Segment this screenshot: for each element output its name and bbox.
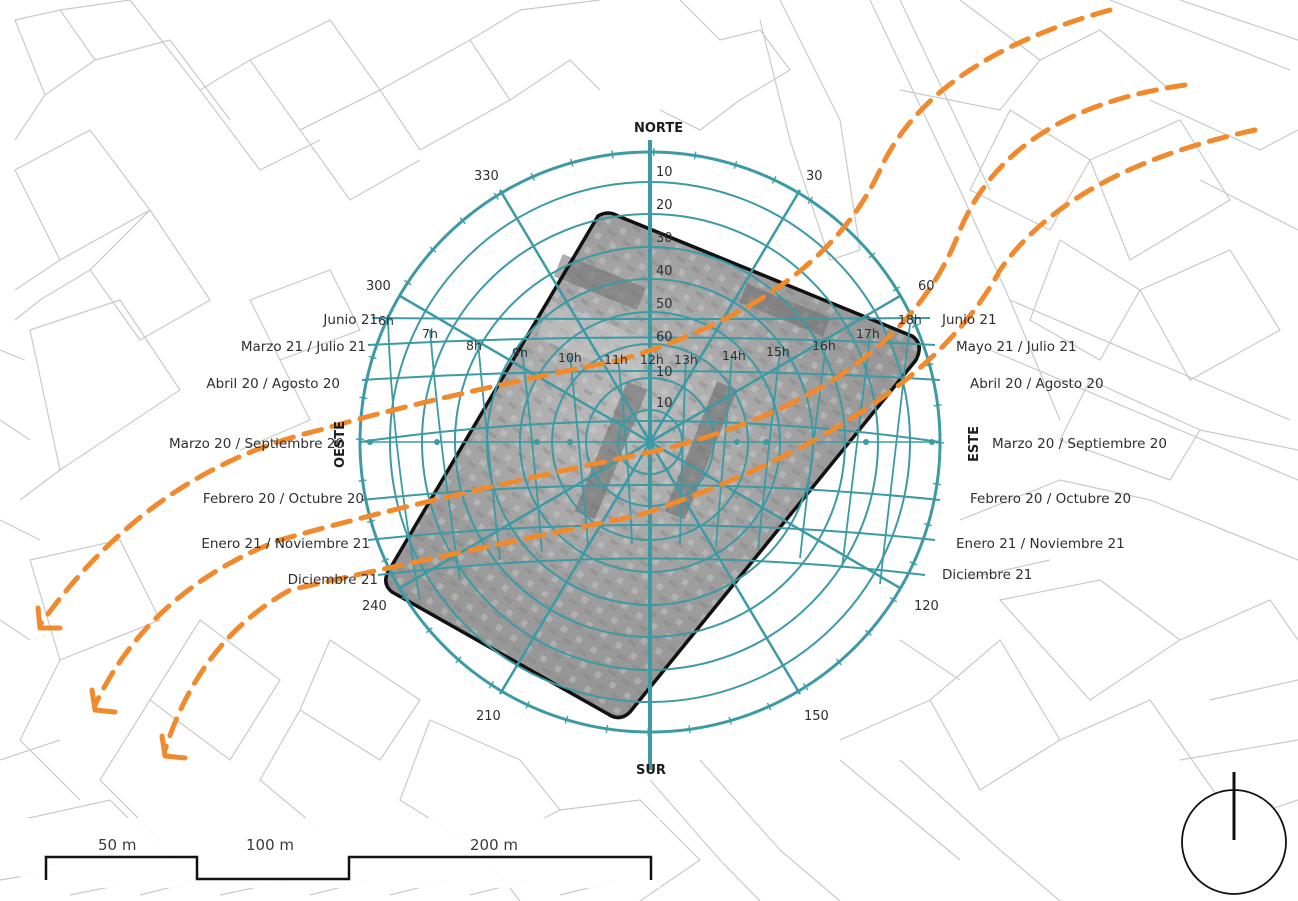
scale-label-50m: 50 m [98, 836, 136, 854]
cardinal-north: NORTE [634, 121, 683, 136]
sun-path-arrows [37, 7, 1258, 753]
date-right-may-jul: Mayo 21 / Julio 21 [956, 339, 1077, 355]
svg-text:12h: 12h [640, 352, 664, 367]
scale-bar: 50 m 100 m 200 m [20, 818, 660, 888]
date-right-feb-oct: Febrero 20 / Octubre 20 [970, 491, 1131, 507]
date-left-apr-aug: Abril 20 / Agosto 20 [206, 376, 340, 392]
hour-labels: 6h 7h 8h 9h 10h 11h 12h 13h 14h 15h 16h … [378, 312, 922, 367]
azimuth-300: 300 [366, 279, 391, 294]
svg-text:9h: 9h [512, 345, 528, 360]
azimuth-210: 210 [476, 709, 501, 724]
sun-path-winter [162, 127, 1258, 753]
sun-path-chart [356, 140, 944, 770]
date-labels-left: Junio 21 Marzo 21 / Julio 21 Abril 20 / … [169, 312, 378, 588]
cardinal-west: OESTE [333, 421, 348, 468]
svg-text:15h: 15h [766, 344, 790, 359]
date-right-mar-sep: Marzo 20 / Septiembre 20 [992, 436, 1167, 452]
date-labels-right: Junio 21 Mayo 21 / Julio 21 Abril 20 / A… [941, 312, 1167, 583]
svg-text:60: 60 [656, 330, 673, 345]
sun-path-arrowheads [35, 605, 188, 761]
date-left-mar-sep: Marzo 20 / Septiembre 20 [169, 436, 344, 452]
svg-text:50: 50 [656, 297, 673, 312]
date-left-dec: Diciembre 21 [288, 572, 378, 588]
altitude-labels: 10 20 30 40 50 60 10 10 [656, 165, 673, 411]
date-left-jun: Junio 21 [322, 312, 378, 328]
azimuth-120: 120 [914, 599, 939, 614]
svg-text:20: 20 [656, 198, 673, 213]
svg-text:16h: 16h [812, 338, 836, 353]
date-right-jun: Junio 21 [941, 312, 997, 328]
azimuth-60: 60 [918, 279, 935, 294]
sun-path-summer [37, 7, 1113, 628]
svg-text:13h: 13h [674, 352, 698, 367]
date-right-dec: Diciembre 21 [942, 567, 1032, 583]
date-left-jan-nov: Enero 21 / Noviembre 21 [201, 536, 370, 552]
svg-text:8h: 8h [466, 338, 482, 353]
azimuth-spokes [360, 140, 940, 770]
svg-text:10: 10 [656, 365, 673, 380]
svg-text:6h: 6h [378, 313, 394, 328]
svg-text:14h: 14h [722, 348, 746, 363]
sun-path-equinox [92, 82, 1188, 708]
date-right-apr-aug: Abril 20 / Agosto 20 [970, 376, 1104, 392]
azimuth-240: 240 [362, 599, 387, 614]
azimuth-30: 30 [806, 169, 823, 184]
svg-text:10: 10 [656, 396, 673, 411]
date-left-mar-jul: Marzo 21 / Julio 21 [241, 339, 366, 355]
scale-label-200m: 200 m [470, 836, 518, 854]
cardinal-east: ESTE [967, 426, 982, 462]
svg-text:10h: 10h [558, 350, 582, 365]
svg-text:17h: 17h [856, 326, 880, 341]
svg-text:18h: 18h [898, 312, 922, 327]
svg-text:11h: 11h [604, 352, 628, 367]
azimuth-labels: 30 60 120 150 210 240 300 330 [362, 169, 939, 724]
svg-text:30: 30 [656, 231, 673, 246]
cardinal-south: SUR [636, 763, 666, 778]
parcel-outline [384, 211, 921, 720]
north-arrow-icon [1181, 772, 1287, 895]
site-parcel [384, 211, 921, 720]
cardinal-labels: NORTE SUR ESTE OESTE [333, 121, 982, 778]
azimuth-150: 150 [804, 709, 829, 724]
date-left-feb-oct: Febrero 20 / Octubre 20 [203, 491, 364, 507]
hour-lines [387, 319, 911, 601]
azimuth-330: 330 [474, 169, 499, 184]
svg-text:40: 40 [656, 264, 673, 279]
horizon-ticks [367, 439, 935, 445]
scale-label-100m: 100 m [246, 836, 294, 854]
svg-text:10: 10 [656, 165, 673, 180]
svg-text:7h: 7h [422, 326, 438, 341]
date-right-jan-nov: Enero 21 / Noviembre 21 [956, 536, 1125, 552]
